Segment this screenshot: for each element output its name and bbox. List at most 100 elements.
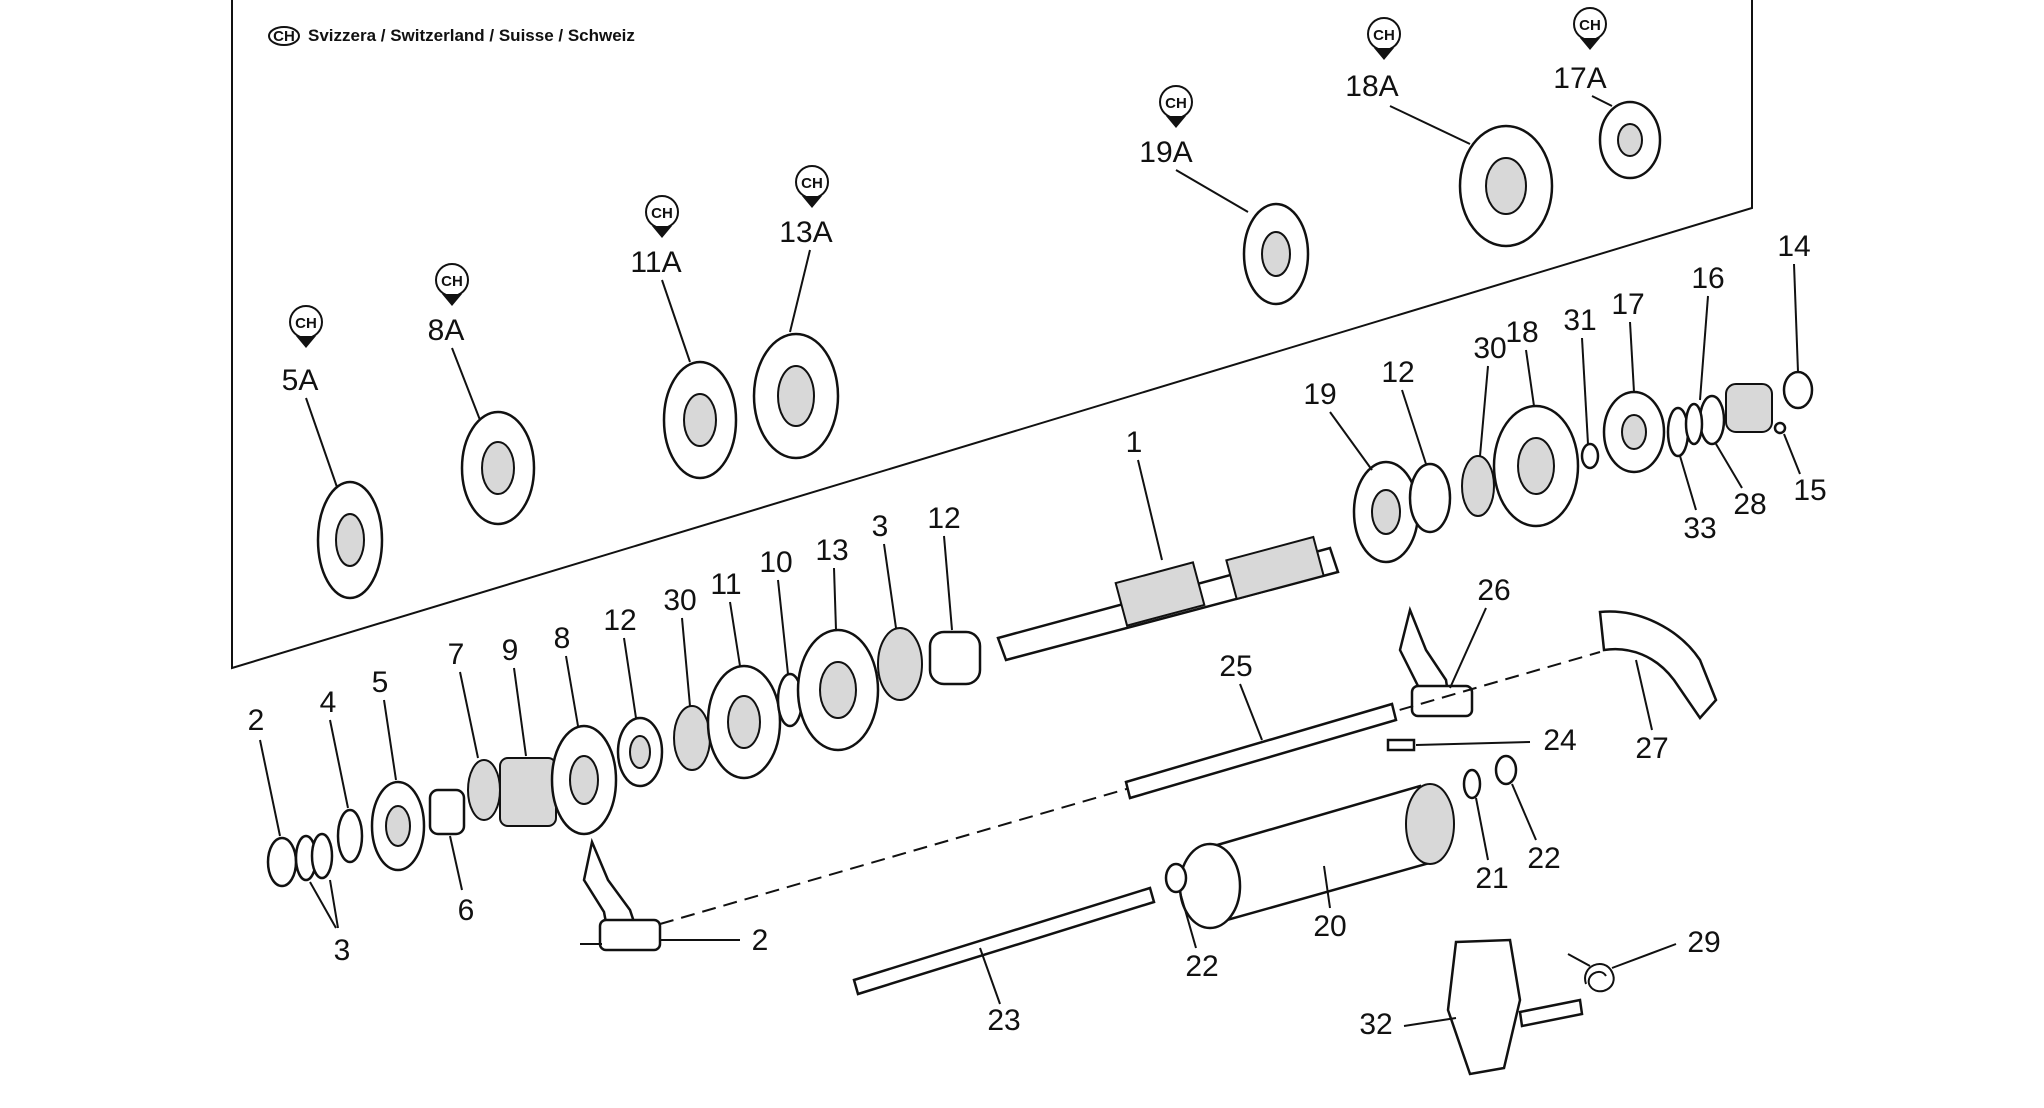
svg-text:31: 31 xyxy=(1563,304,1596,337)
part-18-gear: 18 xyxy=(1492,316,1580,528)
part-2-spacer: 2 xyxy=(248,704,298,888)
svg-text:12: 12 xyxy=(603,604,636,637)
svg-text:21: 21 xyxy=(1475,862,1508,895)
svg-text:CH: CH xyxy=(1373,27,1395,44)
svg-text:8: 8 xyxy=(554,622,571,655)
svg-text:3: 3 xyxy=(872,510,889,543)
svg-text:CH: CH xyxy=(441,273,463,290)
part-21-washer: 21 xyxy=(1462,768,1509,895)
part-17a-gear: CH 17A xyxy=(1553,7,1662,180)
part-26-fork: 26 xyxy=(1398,574,1511,718)
part-18a-gear: CH 18A xyxy=(1345,17,1554,248)
part-20-drum: 20 xyxy=(1178,783,1455,943)
svg-text:10: 10 xyxy=(759,546,792,579)
svg-text:18: 18 xyxy=(1505,316,1538,349)
part-30-bearing-left: 30 xyxy=(663,584,711,771)
svg-text:22: 22 xyxy=(1527,842,1560,875)
svg-text:30: 30 xyxy=(1473,332,1506,365)
part-13a-gear: CH 13A xyxy=(752,165,840,460)
svg-text:5: 5 xyxy=(372,666,389,699)
svg-text:8A: 8A xyxy=(428,314,465,347)
inset-frame xyxy=(231,0,1753,670)
svg-text:17A: 17A xyxy=(1553,62,1606,95)
svg-text:CH: CH xyxy=(801,175,823,192)
part-14-nut: 14 xyxy=(1777,230,1814,410)
part-27-fork: 27 xyxy=(1598,610,1718,765)
svg-text:17: 17 xyxy=(1611,288,1644,321)
svg-text:11: 11 xyxy=(710,568,741,601)
svg-text:26: 26 xyxy=(1477,574,1510,607)
ch-flag-icon xyxy=(268,26,300,46)
part-24-pin: 24 xyxy=(1386,724,1577,757)
svg-text:30: 30 xyxy=(663,584,696,617)
part-19-hub: 19 xyxy=(1303,378,1420,564)
part-23-rod: 23 xyxy=(852,886,1156,1037)
svg-text:13: 13 xyxy=(815,534,848,567)
part-16-washer: 16 xyxy=(1684,262,1725,446)
svg-text:19A: 19A xyxy=(1139,136,1192,169)
part-12-bushing-mid: 12 xyxy=(927,502,982,686)
svg-text:CH: CH xyxy=(1579,17,1601,34)
svg-text:23: 23 xyxy=(987,1004,1020,1037)
part-5-gear: 5 xyxy=(370,666,426,872)
svg-text:29: 29 xyxy=(1687,926,1720,959)
svg-text:33: 33 xyxy=(1683,512,1716,545)
part-11-gear: 11 xyxy=(706,568,782,780)
svg-text:9: 9 xyxy=(502,634,519,667)
part-12-bushing-left: 12 xyxy=(603,604,664,788)
svg-text:16: 16 xyxy=(1691,262,1724,295)
part-22-washer-right: 22 xyxy=(1494,754,1561,875)
svg-text:4: 4 xyxy=(320,686,337,719)
svg-text:24: 24 xyxy=(1543,724,1576,757)
part-3-washers: 3 xyxy=(294,832,351,967)
part-13-gear: 13 xyxy=(796,534,880,752)
svg-text:25: 25 xyxy=(1219,650,1252,683)
svg-text:20: 20 xyxy=(1313,910,1346,943)
ch-badge-icon: CH xyxy=(1367,17,1401,60)
part-32-selector: 32 xyxy=(1359,938,1584,1076)
part-25-rod: 25 xyxy=(1124,650,1398,800)
ch-badge-icon: CH xyxy=(435,263,469,306)
part-15-ball: 15 xyxy=(1773,421,1827,507)
ch-badge-icon: CH xyxy=(795,165,829,208)
svg-text:1: 1 xyxy=(1126,426,1143,459)
ch-badge-icon: CH xyxy=(289,305,323,348)
part-8-hub: 8 xyxy=(550,622,618,836)
svg-text:27: 27 xyxy=(1635,732,1668,765)
svg-text:14: 14 xyxy=(1777,230,1810,263)
part-12-bushing-right: 12 xyxy=(1381,356,1452,534)
part-4-ring: 4 xyxy=(320,686,364,864)
svg-text:6: 6 xyxy=(458,894,475,927)
svg-text:11A: 11A xyxy=(630,246,681,279)
part-9-bearing: 9 xyxy=(499,634,557,827)
svg-text:15: 15 xyxy=(1793,474,1826,507)
part-29-spring: 29 xyxy=(1567,926,1721,993)
svg-text:18A: 18A xyxy=(1345,70,1398,103)
svg-text:7: 7 xyxy=(448,638,465,671)
part-31-clip: 31 xyxy=(1563,304,1600,470)
svg-text:2: 2 xyxy=(752,924,769,957)
part-22-washer-left: 22 xyxy=(1164,862,1219,983)
part-2-fork: 2 xyxy=(580,837,769,957)
ch-badge-icon: CH xyxy=(645,195,679,238)
part-1-mainshaft: 1 xyxy=(996,426,1340,662)
svg-text:32: 32 xyxy=(1359,1008,1392,1041)
ch-badge-icon: CH xyxy=(1573,7,1607,50)
svg-text:5A: 5A xyxy=(282,364,319,397)
inset-title: Svizzera / Switzerland / Suisse / Schwei… xyxy=(308,26,635,45)
ch-flag-code: CH xyxy=(273,28,295,45)
svg-text:19: 19 xyxy=(1303,378,1336,411)
svg-text:2: 2 xyxy=(248,704,265,737)
part-5a-gear: CH 5A xyxy=(282,305,384,600)
part-17-gear: 17 xyxy=(1602,288,1666,474)
part-6-bushing: 6 xyxy=(428,788,475,927)
svg-text:13A: 13A xyxy=(779,216,832,249)
part-spring-bushing xyxy=(1725,383,1773,433)
svg-text:3: 3 xyxy=(334,934,351,967)
part-7-bearing: 7 xyxy=(448,638,501,821)
part-30-bearing-right: 30 xyxy=(1461,332,1507,517)
svg-text:12: 12 xyxy=(1381,356,1414,389)
part-19a-hub: CH 19A xyxy=(1139,85,1310,306)
svg-text:28: 28 xyxy=(1733,488,1766,521)
